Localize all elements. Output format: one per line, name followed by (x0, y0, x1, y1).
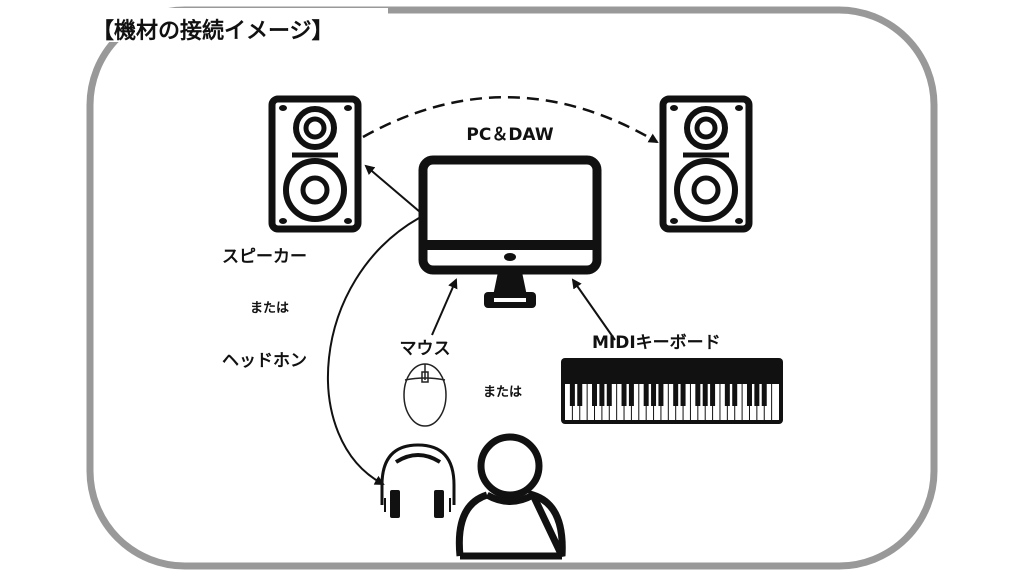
black-key (710, 384, 716, 406)
monitor-icon (418, 155, 602, 308)
headphones-icon (380, 443, 456, 518)
black-key (754, 384, 760, 406)
frame (86, 6, 938, 570)
arrow-mouse-to-pc (431, 278, 458, 336)
diagram-title: 【機材の接続イメージ】 (92, 18, 334, 44)
mouse-label: マウス (400, 339, 451, 359)
midi-keyboard-icon (561, 358, 783, 424)
arrow-to-speaker (364, 164, 421, 213)
black-key (643, 384, 649, 406)
black-key (592, 384, 598, 406)
black-key (724, 384, 730, 406)
black-key (628, 384, 634, 406)
arrow-to-headphones (326, 217, 420, 485)
speaker-link-dashed (362, 95, 659, 144)
speaker-label: スピーカー (222, 247, 307, 267)
black-key (569, 384, 575, 406)
or-label-2: または (483, 385, 522, 400)
black-key (673, 384, 679, 406)
mouse-icon (403, 363, 447, 427)
headphone-label: ヘッドホン (222, 351, 307, 371)
person-icon (455, 433, 566, 560)
arrow-keyboard-to-pc (571, 278, 616, 341)
black-key (746, 384, 752, 406)
black-key (621, 384, 627, 406)
black-key (680, 384, 686, 406)
speaker-left-icon (268, 95, 362, 233)
pc-label: PC＆DAW (466, 125, 553, 145)
black-key (606, 384, 612, 406)
black-key (599, 384, 605, 406)
midi-keyboard-label: MIDIキーボード (592, 333, 721, 353)
black-key (651, 384, 657, 406)
black-key (702, 384, 708, 406)
black-key (732, 384, 738, 406)
black-key (695, 384, 701, 406)
black-key (658, 384, 664, 406)
speaker-right-icon (659, 95, 753, 233)
or-label-1: または (250, 301, 289, 316)
black-key (577, 384, 583, 406)
black-key (761, 384, 767, 406)
